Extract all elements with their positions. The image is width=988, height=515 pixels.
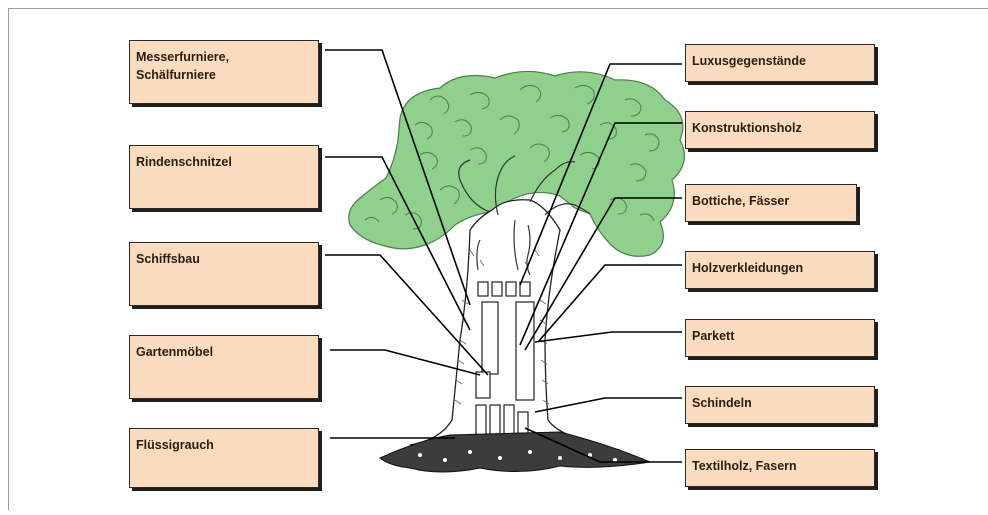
label-fluessigrauch: Flüssigrauch [129,428,319,488]
leader-line-rindenschnitzel [325,156,471,331]
leader-line-textilholz [524,427,682,463]
bark-texture [454,249,550,405]
label-schiffsbau: Schiffsbau [129,242,319,306]
leader-line-luxusgegenstaende [519,63,682,286]
leader-line-schiffsbau [325,254,489,376]
tree-crown [348,70,686,257]
leader-line-messerfurniere [325,49,471,306]
root-speckles [418,450,617,462]
label-rindenschnitzel: Rindenschnitzel [129,145,319,209]
label-holzverkleidungen: Holzverkleidungen [685,251,875,289]
label-textilholz-fasern: Textilholz, Fasern [685,449,875,487]
frame-left-border [8,8,9,510]
tree-trunk [409,199,621,451]
leader-line-bottiche [524,197,682,351]
label-luxusgegenstaende: Luxusgegenstände [685,44,875,82]
label-konstruktionsholz: Konstruktionsholz [685,111,875,149]
label-schindeln: Schindeln [685,386,875,424]
frame-top-border [8,8,988,9]
leader-line-holzverkleidungen [537,264,682,343]
leader-line-parkett [534,331,682,343]
leader-line-konstruktionsholz [519,122,682,346]
label-messerfurniere: Messerfurniere, Schälfurniere [129,40,319,104]
leader-lines [325,49,682,463]
label-bottiche-faesser: Bottiche, Fässer [685,184,857,222]
crown-curls [364,84,660,230]
leader-line-schindeln [534,397,682,413]
tree-roots [379,431,652,473]
trunk-cut-planks [475,281,535,437]
label-gartenmoebel: Gartenmöbel [129,335,319,399]
tree-branches [458,155,591,276]
label-parkett: Parkett [685,319,875,357]
leader-line-gartenmoebel [330,349,481,376]
